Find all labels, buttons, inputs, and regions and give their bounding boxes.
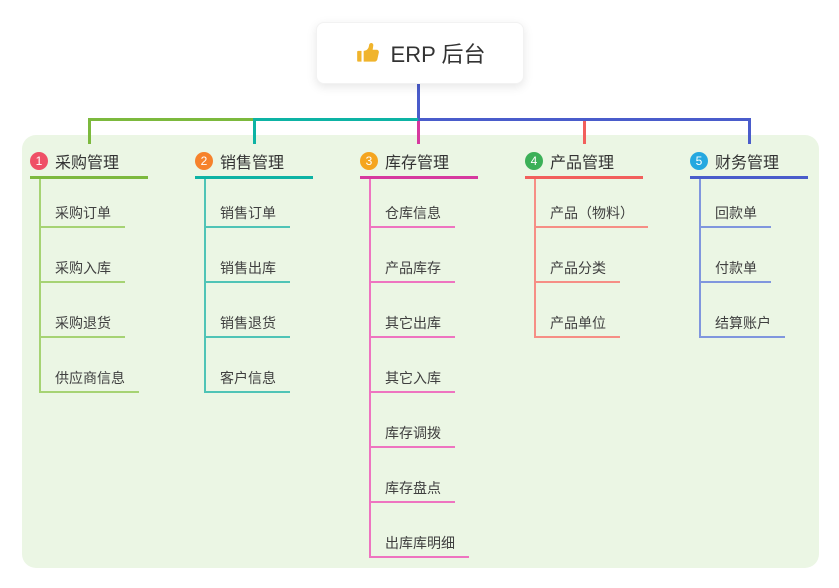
- branch-label: 财务管理: [715, 155, 780, 172]
- node-outbound-detail[interactable]: 出库库明细: [369, 530, 469, 558]
- branch-number-badge: 1: [30, 152, 48, 170]
- branches-panel: [22, 135, 819, 568]
- branch-label: 采购管理: [55, 155, 120, 172]
- node-sales-return[interactable]: 销售退货: [204, 310, 290, 338]
- node-product-stock[interactable]: 产品库存: [369, 255, 455, 283]
- node-customer-info[interactable]: 客户信息: [204, 365, 290, 393]
- node-purchase-inbound[interactable]: 采购入库: [39, 255, 125, 283]
- node-settlement-account[interactable]: 结算账户: [699, 310, 785, 338]
- node-stock-transfer[interactable]: 库存调拨: [369, 420, 455, 448]
- branch-number-badge: 2: [195, 152, 213, 170]
- child-spine-3: [369, 179, 371, 558]
- elbow-branch-2: [253, 118, 256, 144]
- child-spine-2: [204, 179, 206, 393]
- node-payment-bill[interactable]: 付款单: [699, 255, 771, 283]
- node-product-unit[interactable]: 产品单位: [534, 310, 620, 338]
- node-stock-count[interactable]: 库存盘点: [369, 475, 455, 503]
- root-node[interactable]: ERP 后台: [316, 22, 524, 84]
- node-sales-order[interactable]: 销售订单: [204, 200, 290, 228]
- node-receipt-bill[interactable]: 回款单: [699, 200, 771, 228]
- branch-header-product[interactable]: 4 产品管理: [525, 146, 643, 179]
- thumbs-up-icon: [356, 43, 379, 62]
- branch-header-sales[interactable]: 2 销售管理: [195, 146, 313, 179]
- node-warehouse-info[interactable]: 仓库信息: [369, 200, 455, 228]
- branch-label: 产品管理: [550, 155, 615, 172]
- node-other-outbound[interactable]: 其它出库: [369, 310, 455, 338]
- branch-label: 库存管理: [385, 155, 450, 172]
- branch-number-badge: 3: [360, 152, 378, 170]
- elbow-branch-1: [88, 118, 91, 144]
- bus-segment-green: [88, 118, 254, 121]
- child-spine-5: [699, 179, 701, 338]
- elbow-branch-4: [583, 121, 586, 144]
- root-title: ERP 后台: [390, 42, 486, 67]
- node-product-category[interactable]: 产品分类: [534, 255, 620, 283]
- bus-segment-blue: [418, 118, 751, 121]
- branch-header-inventory[interactable]: 3 库存管理: [360, 146, 478, 179]
- node-product-material[interactable]: 产品（物料）: [534, 200, 648, 228]
- branch-label: 销售管理: [220, 155, 285, 172]
- child-spine-4: [534, 179, 536, 338]
- root-connector-line: [417, 82, 420, 118]
- elbow-branch-3: [417, 121, 420, 144]
- node-purchase-order[interactable]: 采购订单: [39, 200, 125, 228]
- bus-segment-teal: [253, 118, 419, 121]
- node-supplier-info[interactable]: 供应商信息: [39, 365, 139, 393]
- branch-number-badge: 4: [525, 152, 543, 170]
- branch-header-finance[interactable]: 5 财务管理: [690, 146, 808, 179]
- branch-number-badge: 5: [690, 152, 708, 170]
- branch-header-purchase[interactable]: 1 采购管理: [30, 146, 148, 179]
- node-purchase-return[interactable]: 采购退货: [39, 310, 125, 338]
- elbow-branch-5: [748, 118, 751, 144]
- child-spine-1: [39, 179, 41, 393]
- node-sales-outbound[interactable]: 销售出库: [204, 255, 290, 283]
- node-other-inbound[interactable]: 其它入库: [369, 365, 455, 393]
